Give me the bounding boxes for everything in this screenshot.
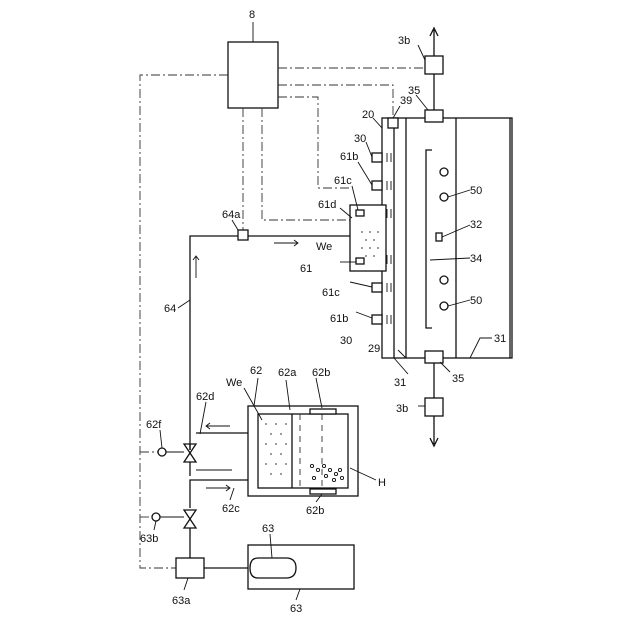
label-64: 64 bbox=[164, 303, 176, 315]
label-39: 39 bbox=[400, 95, 412, 107]
controller-box bbox=[228, 42, 278, 108]
valve-63 bbox=[184, 510, 196, 528]
cylinder-63 bbox=[250, 558, 296, 578]
label-63-bot: 63 bbox=[290, 603, 302, 615]
label-31-bot: 31 bbox=[394, 377, 406, 389]
arrow-out-top bbox=[430, 28, 438, 56]
control-line-to-61b bbox=[262, 108, 350, 220]
heater-62b-bottom bbox=[310, 489, 336, 494]
label-34: 34 bbox=[470, 253, 482, 265]
label-63-in: 63 bbox=[262, 523, 274, 535]
label-20: 20 bbox=[362, 109, 374, 121]
sensor-62f bbox=[158, 448, 166, 456]
label-62b-bot: 62b bbox=[306, 505, 324, 517]
sensor-39 bbox=[388, 118, 398, 128]
label-31-right: 31 bbox=[494, 333, 506, 345]
label-We-bot: We bbox=[226, 377, 242, 389]
label-61b-bot: 61b bbox=[330, 313, 348, 325]
control-line-outer bbox=[140, 75, 228, 568]
label-63a: 63a bbox=[172, 595, 191, 607]
tank-62-outer bbox=[248, 406, 358, 496]
label-30-top: 30 bbox=[354, 133, 366, 145]
label-62b-top: 62b bbox=[312, 367, 330, 379]
label-63b: 63b bbox=[140, 533, 158, 545]
label-62a: 62a bbox=[278, 367, 297, 379]
label-32: 32 bbox=[470, 219, 482, 231]
chamber-outer bbox=[382, 118, 512, 358]
label-50-bot: 50 bbox=[470, 295, 482, 307]
sensor-64a bbox=[238, 230, 248, 240]
label-62d: 62d bbox=[196, 391, 214, 403]
label-29: 29 bbox=[368, 343, 380, 355]
label-50-top: 50 bbox=[470, 185, 482, 197]
label-3b-bot: 3b bbox=[396, 403, 408, 415]
label-61c-bot: 61c bbox=[322, 287, 340, 299]
label-61c-top: 61c bbox=[334, 175, 352, 187]
exhaust-3b-bottom bbox=[425, 398, 443, 416]
label-H: H bbox=[378, 477, 386, 489]
label-We-top: We bbox=[316, 241, 332, 253]
regulator-63a bbox=[176, 558, 204, 578]
label-61d: 61d bbox=[318, 199, 336, 211]
label-3b-top: 3b bbox=[398, 35, 410, 47]
label-30-bot: 30 bbox=[340, 335, 352, 347]
label-35-bot: 35 bbox=[452, 373, 464, 385]
label-62: 62 bbox=[250, 365, 262, 377]
arrow-out-bottom bbox=[430, 416, 438, 446]
control-line-to-39 bbox=[278, 85, 393, 118]
sensor-63b bbox=[152, 513, 160, 521]
label-62f: 62f bbox=[146, 419, 162, 431]
port-35-top bbox=[425, 110, 443, 122]
label-8: 8 bbox=[249, 9, 255, 21]
port-35-bottom bbox=[425, 351, 443, 363]
label-61b-top: 61b bbox=[340, 151, 358, 163]
heater-62b-top bbox=[310, 409, 336, 414]
label-62c: 62c bbox=[222, 503, 240, 515]
label-61: 61 bbox=[300, 263, 312, 275]
exhaust-3b-top bbox=[425, 56, 443, 74]
label-64a: 64a bbox=[222, 209, 241, 221]
